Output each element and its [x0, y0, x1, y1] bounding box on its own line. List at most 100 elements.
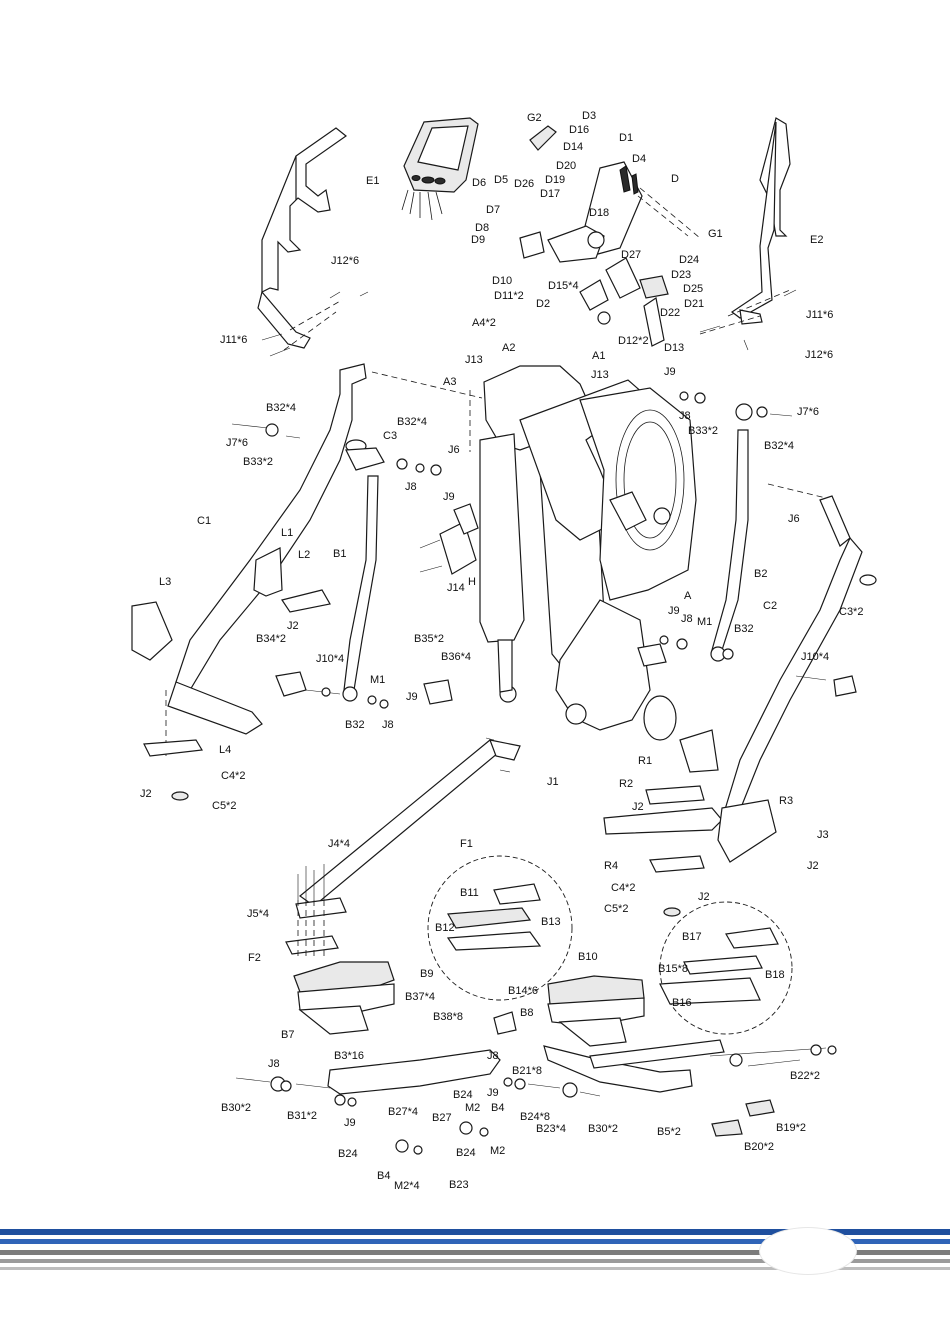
- label-d25: D25: [683, 283, 704, 295]
- label-j9-pedal: J9: [487, 1087, 499, 1099]
- footer-stripe-5: [0, 1267, 950, 1270]
- label-j9-left: J9: [443, 491, 455, 503]
- label-j2-r3: J2: [807, 860, 819, 872]
- label-m2-bottom: M2*4: [394, 1180, 420, 1192]
- label-b27-top: B27: [432, 1112, 452, 1124]
- swing-link-b1: [342, 475, 379, 702]
- label-f2: F2: [248, 952, 261, 964]
- label-d7: D7: [486, 204, 501, 216]
- label-g1: G1: [708, 228, 723, 240]
- label-a3: A3: [443, 376, 457, 388]
- footer-stripe-1: [0, 1229, 950, 1235]
- label-j8-right: J8: [681, 613, 693, 625]
- main-frame: [371, 365, 697, 741]
- label-j13-right: J13: [591, 369, 609, 381]
- left-arm-c1: [165, 363, 385, 760]
- label-b8: B8: [520, 1007, 534, 1019]
- label-b32-right: B32*4: [764, 440, 794, 452]
- label-j8-left: J8: [405, 481, 417, 493]
- label-j9-right: J9: [668, 605, 680, 617]
- label-b33-left: B33*2: [243, 456, 273, 468]
- label-b19: B19*2: [776, 1122, 806, 1134]
- pedal-arms: [235, 1011, 837, 1155]
- label-r2: R2: [619, 778, 634, 790]
- label-d27: D27: [621, 249, 642, 261]
- pedal-assemblies: [293, 855, 793, 1047]
- label-b22: B22*2: [790, 1070, 820, 1082]
- label-b4-top: B4: [491, 1102, 505, 1114]
- label-j9-top: J9: [664, 366, 676, 378]
- label-c5-right: C5*2: [604, 903, 629, 915]
- console-assembly: [401, 117, 479, 221]
- label-j2-r4: J2: [698, 891, 710, 903]
- label-j2-l1: J2: [287, 620, 299, 632]
- label-d18: D18: [589, 207, 610, 219]
- footer-stripe-2: [0, 1239, 950, 1244]
- label-b34: B34*2: [256, 633, 286, 645]
- label-r3: R3: [779, 795, 794, 807]
- label-b30-right: B30*2: [588, 1123, 618, 1135]
- label-b38: B38*8: [433, 1011, 463, 1023]
- label-b17: B17: [682, 931, 702, 943]
- label-b5: B5*2: [657, 1126, 681, 1138]
- label-d22: D22: [660, 307, 681, 319]
- label-b15: B15*8: [658, 963, 688, 975]
- label-d6: D6: [472, 177, 487, 189]
- label-b3: B3*16: [334, 1050, 364, 1062]
- label-b1: B1: [333, 548, 347, 560]
- label-j8-lower: J8: [382, 719, 394, 731]
- label-j4: J4*4: [328, 838, 351, 850]
- label-c5-left: C5*2: [212, 800, 237, 812]
- label-b24-mid: B24*8: [520, 1111, 550, 1123]
- label-j7-left: J7*6: [226, 437, 249, 449]
- label-b10: B10: [578, 951, 598, 963]
- label-b37: B37*4: [405, 991, 435, 1003]
- label-d26: D26: [514, 178, 535, 190]
- footer-stripe-3: [0, 1250, 950, 1255]
- label-d5: D5: [494, 174, 509, 186]
- label-j6-right: J6: [788, 513, 800, 525]
- label-g2: G2: [527, 112, 542, 124]
- label-b35: B35*2: [414, 633, 444, 645]
- label-f1: F1: [460, 838, 473, 850]
- label-d10: D10: [492, 275, 513, 287]
- label-j5: J5*4: [247, 908, 270, 920]
- label-b23-mid: B23*4: [536, 1123, 566, 1135]
- label-l2: L2: [298, 549, 311, 561]
- label-b30-left: B30*2: [221, 1102, 251, 1114]
- left-handlebar-e1: [257, 127, 348, 351]
- label-e2: E2: [810, 234, 824, 246]
- label-b21: B21*8: [512, 1065, 542, 1077]
- label-b24-top: B24: [453, 1089, 473, 1101]
- label-a: A: [684, 590, 692, 602]
- label-j12-right: J12*6: [805, 349, 834, 361]
- label-l3: L3: [159, 576, 172, 588]
- label-j11-left: J11*6: [220, 334, 248, 346]
- label-m2-top: M2: [465, 1102, 481, 1114]
- label-d17: D17: [540, 188, 561, 200]
- label-d14: D14: [563, 141, 584, 153]
- label-b33-right: B33*2: [688, 425, 718, 437]
- label-d13: D13: [664, 342, 685, 354]
- right-handlebar-e2: [699, 117, 791, 335]
- label-b7: B7: [281, 1029, 295, 1041]
- label-b23-bottom: B23: [449, 1179, 469, 1191]
- label-j3: J3: [817, 829, 829, 841]
- label-j14: J14: [447, 582, 465, 594]
- label-m1-right: M1: [697, 616, 713, 628]
- label-c4-left: C4*2: [221, 770, 246, 782]
- label-d23: D23: [671, 269, 692, 281]
- page-number-badge: [760, 1228, 856, 1274]
- label-d24: D24: [679, 254, 700, 266]
- label-d15: D15*4: [548, 280, 579, 292]
- label-j8-pedal: J8: [487, 1050, 499, 1062]
- covers: [131, 547, 857, 917]
- connecting-rod-f1: [285, 739, 521, 960]
- label-j9-b31: J9: [344, 1117, 356, 1129]
- label-b9: B9: [420, 968, 434, 980]
- label-b4-bottom: B4: [377, 1170, 391, 1182]
- label-e1: E1: [366, 175, 380, 187]
- right-arm-c2: [603, 483, 877, 835]
